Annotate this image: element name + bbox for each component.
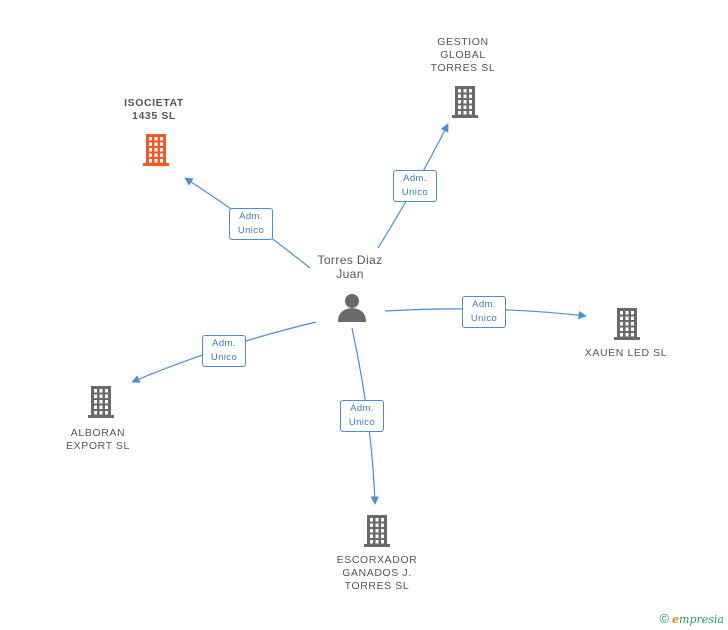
footer-brand[interactable]: ©empresia <box>659 611 724 626</box>
copyright-icon: © <box>659 611 670 626</box>
relation-badge-escorxador[interactable]: Adm. Unico <box>340 400 384 432</box>
relation-role-line2: Unico <box>401 187 429 198</box>
relation-role-line1: Adm. <box>403 173 427 184</box>
building-icon-isocietat[interactable] <box>143 134 169 166</box>
company-label-alboran[interactable]: ALBORAN EXPORT SL <box>66 427 130 452</box>
brand-logo-e: e <box>672 613 680 626</box>
person-icon[interactable] <box>338 294 366 322</box>
brand-logo-text: mpresia <box>679 613 724 626</box>
person-name[interactable]: Torres Diaz Juan <box>317 253 383 281</box>
company-label-isocietat[interactable]: ISOCIETAT 1435 SL <box>124 97 184 122</box>
relation-role-line2: Unico <box>210 352 238 363</box>
building-icon-alboran[interactable] <box>88 386 114 418</box>
relation-role-line1: Adm. <box>212 338 236 349</box>
relation-role-line2: Unico <box>470 313 498 324</box>
relation-role-line1: Adm. <box>239 211 263 222</box>
company-label-escorxador[interactable]: ESCORXADOR GANADOS J. TORRES SL <box>336 554 418 592</box>
company-label-xauen[interactable]: XAUEN LED SL <box>584 347 668 359</box>
building-icon-gestion[interactable] <box>452 86 478 118</box>
building-icon-xauen[interactable] <box>614 308 640 340</box>
relation-badge-isocietat[interactable]: Adm. Unico <box>229 208 273 240</box>
relation-badge-gestion[interactable]: Adm. Unico <box>393 170 437 202</box>
relation-role-line1: Adm. <box>350 403 374 414</box>
company-label-gestion[interactable]: GESTION GLOBAL TORRES SL <box>430 36 496 74</box>
relation-badge-xauen[interactable]: Adm. Unico <box>462 296 506 328</box>
relation-role-line2: Unico <box>348 417 376 428</box>
relation-role-line2: Unico <box>237 225 265 236</box>
building-icon-escorxador[interactable] <box>364 515 390 547</box>
relation-badge-alboran[interactable]: Adm. Unico <box>202 335 246 367</box>
relation-role-line1: Adm. <box>472 299 496 310</box>
